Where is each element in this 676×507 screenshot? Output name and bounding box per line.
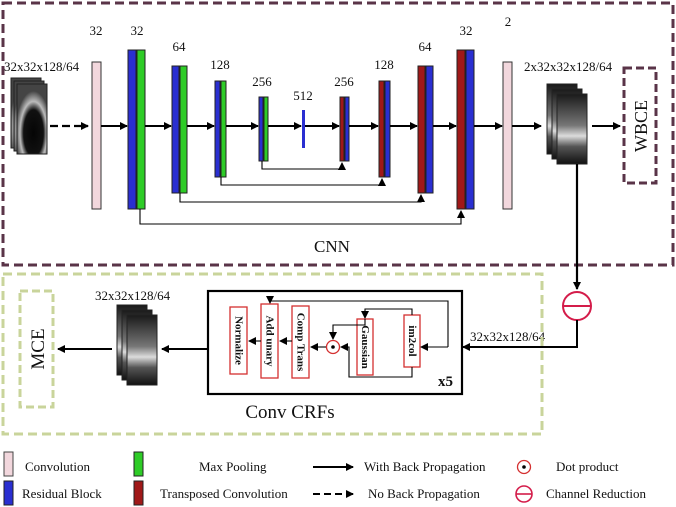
- crf-output-image-stack: [116, 304, 158, 386]
- cnn-output-size-label: 2x32x32x128/64: [524, 59, 613, 74]
- maxpool-block-4: [263, 96, 269, 162]
- legend-label-with-bp: With Back Propagation: [364, 459, 486, 474]
- step-label-add-unary: Add unary: [264, 315, 276, 367]
- channel-label-7: 256: [334, 74, 354, 89]
- residual-block-5: [344, 96, 350, 162]
- step-box-normalize: [229, 306, 248, 375]
- mce-loss-box: [18, 289, 55, 409]
- channel-label-1: 32: [90, 23, 103, 38]
- legend-label-residual: Residual Block: [22, 486, 102, 501]
- crf-internal-arrows: [248, 296, 449, 378]
- wbce-label: WBCE: [631, 100, 651, 152]
- legend-swatch-convolution: [3, 451, 14, 477]
- step-label-normalize: Normalize: [233, 316, 245, 365]
- dot-product-symbol: [325, 339, 341, 355]
- legend-label-maxpool: Max Pooling: [199, 459, 267, 474]
- step-label-gaussian: Gaussian: [359, 325, 371, 368]
- transposed-block-3: [417, 65, 426, 194]
- channel-label-11: 2: [505, 14, 512, 29]
- transposed-block-1: [339, 96, 345, 162]
- input-image-stack: [10, 77, 48, 155]
- channel-label-9: 64: [419, 39, 433, 54]
- cnn-input-size-label: 32x32x128/64: [4, 59, 80, 74]
- cnn-label: CNN: [314, 237, 350, 256]
- legend-label-transposed: Transposed Convolution: [160, 486, 288, 501]
- iteration-count: x5: [438, 374, 453, 390]
- maxpool-block-1: [136, 49, 146, 210]
- legend-label-dot: Dot product: [556, 459, 619, 474]
- transposed-block-2: [378, 80, 385, 178]
- wbce-loss-box: [622, 66, 658, 185]
- legend-swatch-residual: [3, 480, 14, 506]
- maxpool-block-3: [220, 80, 227, 178]
- bottleneck-block: [302, 110, 305, 148]
- legend-swatch-transposed: [133, 480, 144, 506]
- crf-border: [1, 272, 544, 436]
- legend-label-convolution: Convolution: [25, 459, 91, 474]
- channel-label-2: 32: [131, 23, 144, 38]
- channel-label-4: 128: [210, 57, 230, 72]
- residual-block-4: [258, 96, 264, 162]
- channel-label-6: 512: [293, 88, 313, 103]
- channel-label-10: 32: [460, 23, 473, 38]
- channel-label-5: 256: [252, 74, 272, 89]
- step-label-comp-trans: Comp Trans: [295, 313, 307, 372]
- legend-swatch-maxpool: [133, 451, 144, 477]
- residual-block-1: [127, 49, 137, 210]
- crf-input-size-label: 32x32x128/64: [470, 329, 546, 344]
- crf-output-size-label: 32x32x128/64: [95, 288, 171, 303]
- residual-block-8: [465, 49, 475, 210]
- residual-block-3: [214, 80, 221, 178]
- legend-label-no-bp: No Back Propagation: [368, 486, 480, 501]
- crf-label: Conv CRFs: [245, 402, 334, 423]
- channel-reduction-symbol: [562, 291, 592, 321]
- conv-block-out: [502, 61, 513, 210]
- legend-dot-product-symbol: [516, 459, 532, 475]
- transposed-block-4: [456, 49, 466, 210]
- mce-label: MCE: [28, 328, 49, 369]
- channel-label-8: 128: [374, 57, 394, 72]
- residual-block-6: [384, 80, 391, 178]
- step-label-im2col: im2col: [406, 325, 418, 356]
- skip-connections: [139, 161, 465, 225]
- legend: Convolution Residual Block Max Pooling T…: [3, 451, 647, 506]
- legend-reduction-symbol: [515, 485, 533, 503]
- channel-label-3: 64: [173, 39, 187, 54]
- maxpool-block-2: [179, 65, 188, 194]
- legend-label-reduction: Channel Reduction: [546, 486, 647, 501]
- step-box-comp-trans: [291, 305, 310, 379]
- residual-block-2: [171, 65, 180, 194]
- cnn-border: [1, 1, 675, 267]
- cnn-output-image-stack: [546, 83, 588, 165]
- residual-block-7: [425, 65, 434, 194]
- conv-block-in: [91, 61, 102, 210]
- arrow-reduction-to-crf: [462, 320, 578, 351]
